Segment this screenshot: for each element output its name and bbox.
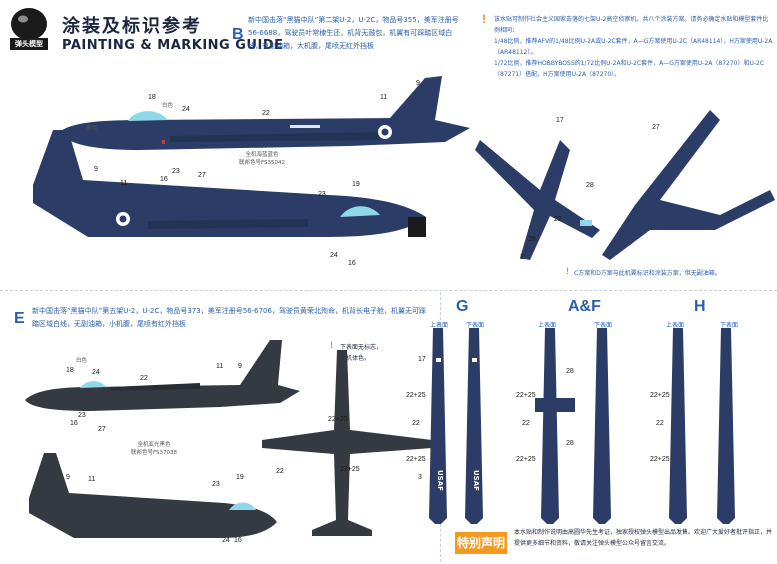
callout-23: 23 <box>172 168 180 175</box>
label-white: 白色 <box>162 103 174 109</box>
scheme-e-lower-note: 下表面无标志， 同机体色。 <box>340 344 383 362</box>
intro-note-1: 该水贴可制作社会主义国家击落的七架U-2高空侦察机，共八个涂装方案。请务必确定水… <box>494 16 769 34</box>
callout-27-top: 27 <box>652 124 660 131</box>
intro-note: 该水贴可制作社会主义国家击落的七架U-2高空侦察机，共八个涂装方案。请务必确定水… <box>494 14 774 80</box>
callout-22-25-e2: 22+25 <box>340 466 360 473</box>
scheme-e-description: 新中国击落“黑猫中队”第五架U-2，U-2C，物品号373，美军注册号56-67… <box>32 307 426 328</box>
warning-icon: ! <box>482 12 486 26</box>
callout-9: 9 <box>416 80 420 87</box>
page-title: 涂装及标识参考 <box>62 16 202 37</box>
callout-22-25-g: 22+25 <box>406 392 426 399</box>
intro-note-3: 1/72比例，推荐HOBBYBOSS的1/72比例U-2A和U-2C套件，A—G… <box>494 60 765 78</box>
scheme-e-side-view-2 <box>29 453 277 538</box>
callout-22-e: 22 <box>140 375 148 382</box>
scheme-b-side-view-2 <box>33 130 426 237</box>
callout-22-h: 22 <box>656 420 664 427</box>
brand-logo: 弹头模型 <box>6 4 52 52</box>
callout-28-af: 28 <box>566 368 574 375</box>
callout-11-e: 11 <box>216 363 224 370</box>
callout-16: 16 <box>160 176 168 183</box>
callout-28-b: 28 <box>528 236 536 243</box>
intro-note-2: 1/48比例，推荐AFV的1/48比例U-2A或U-2C套件，A—G方案使用U-… <box>494 38 773 56</box>
scheme-b-letter: B <box>232 26 244 43</box>
divider-horizontal <box>0 290 777 291</box>
lower-warning-icon: ! <box>330 340 333 350</box>
view-af-letter: A&F <box>568 298 601 315</box>
callout-9-e2: 9 <box>66 474 70 481</box>
logo-text: 弹头模型 <box>15 40 43 48</box>
callout-28-af2: 28 <box>566 440 574 447</box>
callout-22-top: 22 <box>554 216 562 223</box>
cd-note: C方案和D方案与此机翼标识和涂装方案，但无副油箱。 <box>574 270 721 277</box>
scheme-e-top-view <box>262 350 432 536</box>
callout-9-e: 9 <box>238 363 242 370</box>
callout-11-e2: 11 <box>88 476 96 483</box>
special-notice-badge: 特别声明 <box>455 532 507 554</box>
af-upper-label: 上表面 <box>538 322 557 329</box>
callout-27: 27 <box>198 172 206 179</box>
callout-23-b: 23 <box>318 191 326 198</box>
wing-planforms <box>429 328 735 524</box>
callout-16-b: 16 <box>348 260 356 267</box>
callout-11: 11 <box>380 94 388 101</box>
scheme-e-letter: E <box>14 310 25 327</box>
h-upper-label: 上表面 <box>666 322 685 329</box>
g-upper-label: 上表面 <box>430 322 449 329</box>
callout-3-g: 3 <box>418 474 422 481</box>
callout-16-e2: 16 <box>234 537 242 544</box>
callout-22-af: 22 <box>522 420 530 427</box>
callout-22-g: 22 <box>412 420 420 427</box>
callout-28: 28 <box>586 182 594 189</box>
helmet-logo-icon <box>10 8 48 50</box>
callout-22-25-af2: 22+25 <box>516 456 536 463</box>
af-lower-label: 下表面 <box>594 322 613 329</box>
h-lower-label: 下表面 <box>720 322 739 329</box>
callout-27-e: 27 <box>98 426 106 433</box>
callout-19-e: 19 <box>236 474 244 481</box>
scheme-e-side-view-1 <box>25 340 300 411</box>
usaf-mark-1: USAF <box>436 470 444 491</box>
callout-22-25-h: 22+25 <box>650 392 670 399</box>
callout-17-g: 17 <box>418 356 426 363</box>
label-white-e: 白色 <box>76 358 88 364</box>
scheme-b-side-view-1 <box>60 76 470 150</box>
callout-24-e2: 24 <box>222 537 230 544</box>
callout-22-25-e: 22+25 <box>328 416 348 423</box>
special-notice-text: 本水贴和制作说明由高圆华先生考证，独家授权弹头模型出品发售。欢迎广大爱好者批评指… <box>514 529 773 547</box>
callout-18: 18 <box>148 94 156 101</box>
view-h-letter: H <box>694 298 706 315</box>
label-fuselage-e: 全机亚光黑色 联邦色号FS37038 <box>130 442 178 456</box>
callout-23-e: 23 <box>78 412 86 419</box>
scheme-b-top-views <box>475 110 775 260</box>
label-black: 黑色 <box>86 126 98 132</box>
callout-9-b: 9 <box>94 166 98 173</box>
label-fuselage-b: 全机海蓝蓝色 联邦色号FS35042 <box>238 152 286 166</box>
callout-22-25-af: 22+25 <box>516 392 536 399</box>
callout-2: 2 <box>520 254 524 261</box>
callout-22: 22 <box>262 110 270 117</box>
callout-22-e-top: 22 <box>276 468 284 475</box>
cd-warning-icon: ! <box>566 266 569 276</box>
callout-24-e: 24 <box>92 369 100 376</box>
callout-24: 24 <box>182 106 190 113</box>
callout-17: 17 <box>556 117 564 124</box>
callout-18-e: 18 <box>66 367 74 374</box>
callout-16-e: 16 <box>70 420 78 427</box>
g-lower-label: 下表面 <box>466 322 485 329</box>
callout-24-b: 24 <box>330 252 338 259</box>
usaf-mark-2: USAF <box>472 470 480 491</box>
scheme-b-description: 新中国击落“黑猫中队”第二架U-2，U-2C，物品号355，美军注册号56-66… <box>248 16 459 50</box>
view-g-letter: G <box>456 298 469 315</box>
callout-22-25-g2: 22+25 <box>406 456 426 463</box>
page-subtitle: PAINTING & MARKING GUIDE <box>62 38 284 53</box>
callout-11-b: 11 <box>120 180 128 187</box>
callout-19: 19 <box>352 181 360 188</box>
callout-22-25-h2: 22+25 <box>650 456 670 463</box>
callout-23-e2: 23 <box>212 481 220 488</box>
